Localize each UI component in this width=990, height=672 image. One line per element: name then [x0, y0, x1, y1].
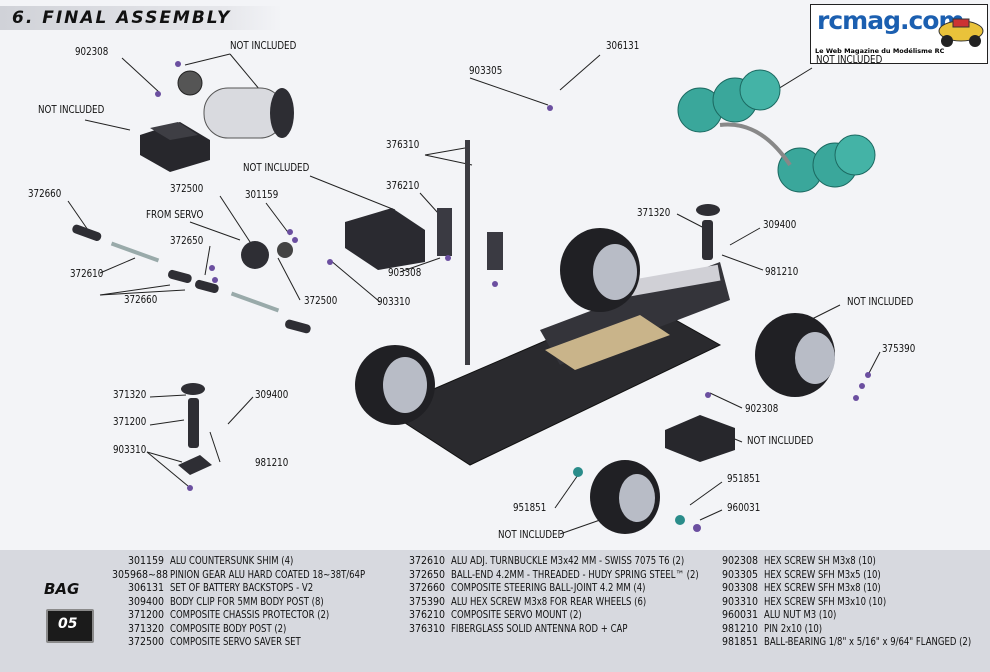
leader-lines [67, 53, 881, 535]
part-code: 372660 [408, 582, 445, 594]
part-code: 981851 [721, 636, 758, 648]
servo-illustration [345, 208, 503, 270]
callout-from-servo: FROM SERVO [146, 208, 204, 221]
callout-not-included-front-wheel: NOT INCLUDED [498, 528, 565, 541]
part-desc: ALU ADJ. TURNBUCKLE M3x42 MM - SWISS 707… [451, 555, 685, 567]
part-desc: HEX SCREW SFH M3x10 (10) [764, 595, 887, 608]
receiver-illustration [665, 415, 735, 462]
callout-981210-right: 981210 [765, 265, 799, 278]
battery-illustration [677, 69, 876, 193]
bearings [573, 467, 701, 532]
callout-not-included-wheel: NOT INCLUDED [847, 295, 914, 308]
part-desc: COMPOSITE SERVO MOUNT (2) [451, 609, 582, 621]
part-desc: PINION GEAR ALU HARD COATED 18~38T/64P [170, 568, 366, 581]
callout-981210-left: 981210 [255, 456, 289, 469]
callout-951851-right: 951851 [727, 472, 761, 485]
callout-not-included-receiver: NOT INCLUDED [747, 434, 814, 447]
part-code: 305968~88 [112, 568, 168, 581]
part-desc: COMPOSITE SERVO SAVER SET [170, 636, 301, 648]
part-desc: BALL-BEARING 1/8" x 5/16" x 9/64" FLANGE… [764, 636, 972, 648]
logo[interactable]: rcmag.com Le Web Magazine du Modélisme R… [810, 4, 988, 64]
part-desc: COMPOSITE BODY POST (2) [170, 622, 287, 635]
steering-parts [72, 224, 311, 334]
part-code: 375390 [408, 595, 445, 608]
part-code: 376210 [408, 609, 445, 621]
callout-309400-right: 309400 [763, 218, 797, 231]
part-code: 372650 [408, 568, 445, 581]
part-code: 960031 [721, 609, 758, 621]
title-banner [0, 6, 282, 30]
part-desc: HEX SCREW SH M3x8 (10) [764, 555, 876, 567]
part-code: 981210 [721, 622, 758, 635]
part-code: 301159 [127, 555, 164, 567]
part-desc: COMPOSITE CHASSIS PROTECTOR (2) [170, 609, 330, 621]
logo-tagline: Le Web Magazine du Modélisme RC [815, 47, 945, 55]
part-desc: BODY CLIP FOR 5MM BODY POST (8) [170, 595, 324, 608]
part-code: 902308 [721, 555, 758, 567]
callout-371320-right: 371320 [637, 206, 671, 219]
part-code: 376310 [408, 622, 445, 635]
callout-306131: 306131 [606, 39, 640, 52]
callout-301159: 301159 [245, 188, 279, 201]
callout-372500-bottom: 372500 [304, 294, 338, 307]
callout-not-included-battery: NOT INCLUDED [816, 53, 883, 66]
callout-951851-left: 951851 [513, 501, 547, 514]
body-posts [178, 204, 720, 475]
callout-372500-top: 372500 [170, 182, 204, 195]
part-code: 306131 [127, 582, 164, 594]
parts-list-panel [0, 550, 990, 672]
motor-illustration [177, 70, 294, 139]
callout-903308: 903308 [388, 266, 422, 279]
callout-903310-top: 903310 [377, 295, 411, 308]
part-desc: SET OF BATTERY BACKSTOPS - V2 [170, 582, 314, 594]
part-desc: HEX SCREW SFH M3x8 (10) [764, 582, 881, 594]
callout-902308-top: 902308 [75, 45, 109, 58]
part-code: 903308 [721, 582, 758, 594]
part-desc: BALL-END 4.2MM - THREADED - HUDY SPRING … [451, 568, 699, 581]
hardware-screws [155, 61, 871, 491]
page-title: 6. FINAL ASSEMBLY [12, 8, 232, 28]
bag-number: 05 [58, 616, 78, 632]
antenna-rod [465, 140, 470, 365]
wheels [355, 228, 835, 534]
part-desc: FIBERGLASS SOLID ANTENNA ROD + CAP [451, 622, 628, 635]
callout-309400-left: 309400 [255, 388, 289, 401]
part-desc: COMPOSITE STEERING BALL-JOINT 4.2 MM (4) [451, 582, 646, 594]
part-code: 371320 [127, 622, 164, 635]
callout-376310: 376310 [386, 138, 420, 151]
esc-illustration [140, 122, 210, 172]
callout-371200: 371200 [113, 415, 147, 428]
chassis-illustration [383, 262, 730, 466]
part-desc: ALU NUT M3 (10) [764, 609, 837, 621]
bag-number-badge: 05 [46, 609, 94, 643]
callout-372650: 372650 [170, 234, 204, 247]
callout-903305: 903305 [469, 64, 503, 77]
part-desc: HEX SCREW SFH M3x5 (10) [764, 568, 881, 581]
part-code: 371200 [127, 609, 164, 621]
part-code: 372610 [408, 555, 445, 567]
bag-label: BAG [44, 580, 80, 598]
part-desc: ALU COUNTERSUNK SHIM (4) [170, 555, 294, 567]
callout-372610: 372610 [70, 267, 104, 280]
callout-960031: 960031 [727, 501, 761, 514]
part-desc: PIN 2x10 (10) [764, 622, 823, 635]
callout-371320-left: 371320 [113, 388, 147, 401]
part-code: 309400 [127, 595, 164, 608]
callout-375390: 375390 [882, 342, 916, 355]
rc-car-logo-icon [938, 18, 984, 47]
part-desc: ALU HEX SCREW M3x8 FOR REAR WHEELS (6) [451, 595, 647, 608]
callout-not-included-motor: NOT INCLUDED [230, 39, 297, 52]
callout-372660-top: 372660 [28, 187, 62, 200]
callout-903310-left: 903310 [113, 443, 147, 456]
callout-not-included-esc: NOT INCLUDED [38, 103, 105, 116]
part-code: 903310 [721, 595, 758, 608]
callout-not-included-servo: NOT INCLUDED [243, 161, 310, 174]
part-code: 372500 [127, 636, 164, 648]
exploded-view-diagram [67, 53, 881, 535]
callout-902308-right: 902308 [745, 402, 779, 415]
callout-376210: 376210 [386, 179, 420, 192]
callout-372660-bottom: 372660 [124, 293, 158, 306]
part-code: 903305 [721, 568, 758, 581]
